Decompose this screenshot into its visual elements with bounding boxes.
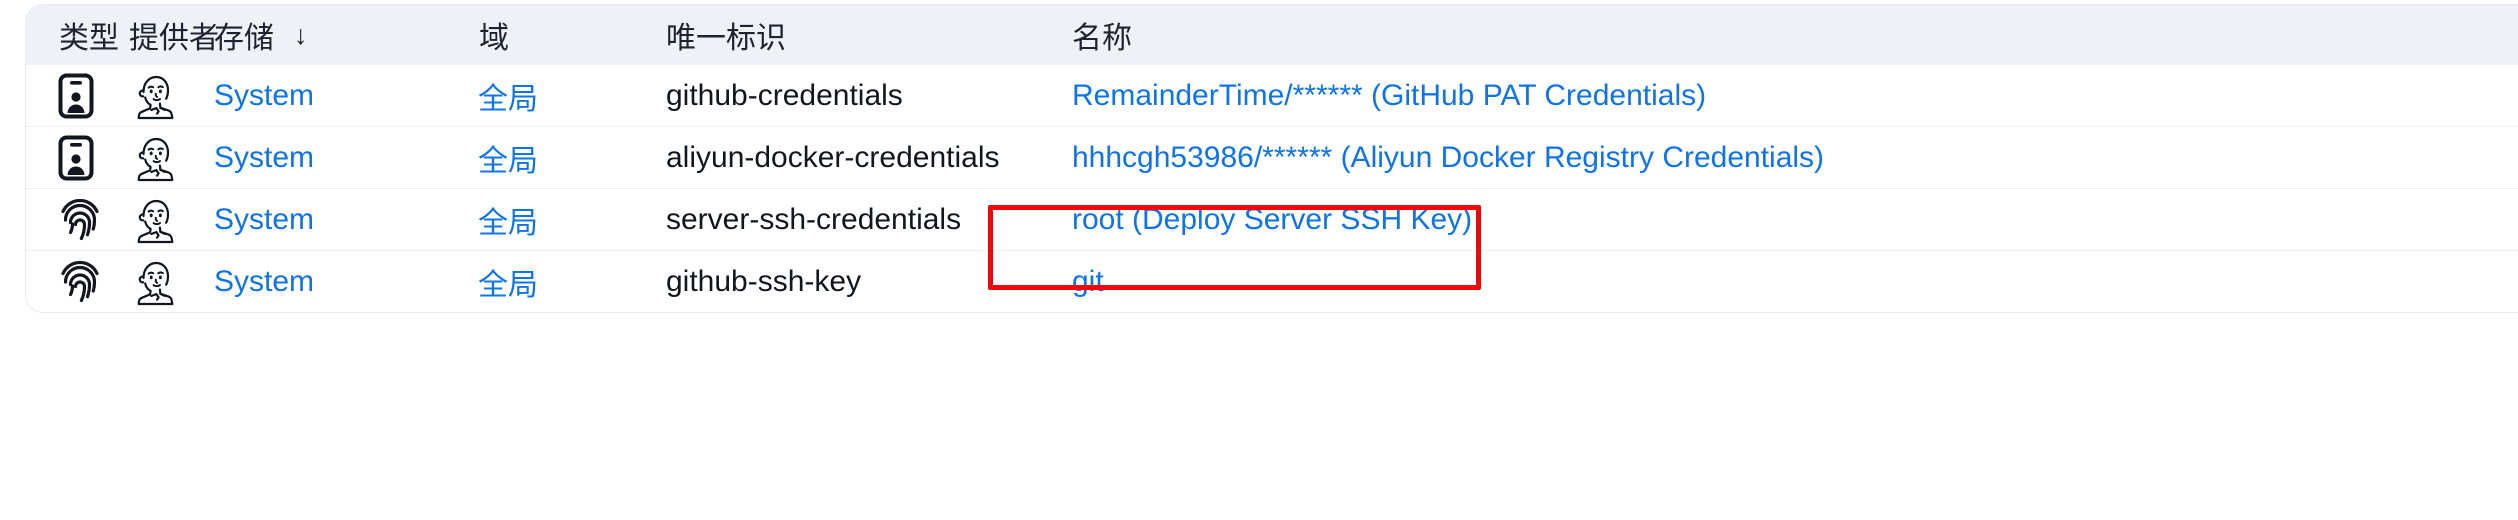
credential-name-link[interactable]: RemainderTime/****** (GitHub PAT Credent… <box>1072 78 1707 112</box>
credentials-table-card: 类型 提供者 存储 ↓ <box>25 4 2518 313</box>
table-row[interactable]: System 全局 github-credentials <box>26 65 2518 127</box>
store-link[interactable]: System <box>214 140 315 174</box>
cell-store: System <box>214 250 456 312</box>
cell-id: github-credentials <box>646 65 1051 127</box>
column-header-store[interactable]: 存储 ↓ <box>214 5 456 65</box>
domain-link[interactable]: 全局 <box>478 206 538 240</box>
cell-provider <box>129 250 214 312</box>
cell-type <box>26 250 129 312</box>
jenkins-butler-icon <box>129 196 181 244</box>
column-header-type-label: 类型 <box>59 22 119 55</box>
table-row[interactable]: System 全局 github-ssh-key <box>26 250 2518 312</box>
cell-type <box>26 126 129 189</box>
column-header-id[interactable]: 唯一标识 <box>646 5 1051 65</box>
credential-name-link[interactable]: root (Deploy Server SSH Key) <box>1072 202 1473 236</box>
column-header-name[interactable]: 名称 <box>1051 5 2518 65</box>
column-header-id-label: 唯一标识 <box>666 22 786 55</box>
cell-name: RemainderTime/****** (GitHub PAT Credent… <box>1051 65 2518 127</box>
cell-name: hhhcgh53986/****** (Aliyun Docker Regist… <box>1051 126 2518 189</box>
jenkins-butler-icon <box>129 72 181 120</box>
column-header-provider-label: 提供者 <box>129 22 219 55</box>
credential-id-text: github-ssh-key <box>666 264 862 298</box>
id-badge-icon <box>58 135 94 181</box>
fingerprint-icon <box>58 196 102 244</box>
cell-domain: 全局 <box>456 126 646 189</box>
table-row[interactable]: System 全局 aliyun-docker-credentials <box>26 126 2518 189</box>
column-header-domain[interactable]: 域 <box>456 5 646 65</box>
cell-store: System <box>214 65 456 127</box>
table-row[interactable]: System 全局 server-ssh-credentials <box>26 188 2518 251</box>
cell-store: System <box>214 188 456 251</box>
credential-id-text: aliyun-docker-credentials <box>666 140 1000 174</box>
credential-id-text: server-ssh-credentials <box>666 202 962 236</box>
credential-name-link[interactable]: hhhcgh53986/****** (Aliyun Docker Regist… <box>1072 140 1825 174</box>
cell-id: server-ssh-credentials <box>646 188 1051 251</box>
column-header-type[interactable]: 类型 <box>26 5 129 65</box>
domain-link[interactable]: 全局 <box>478 82 538 116</box>
credential-id-text: github-credentials <box>666 78 903 112</box>
sort-descending-icon: ↓ <box>294 19 308 50</box>
column-header-domain-label: 域 <box>479 22 509 55</box>
fingerprint-icon <box>58 258 102 306</box>
id-badge-icon <box>58 73 94 119</box>
header-row: 类型 提供者 存储 ↓ <box>26 5 2518 65</box>
cell-type <box>26 188 129 251</box>
store-link[interactable]: System <box>214 202 315 236</box>
cell-store: System <box>214 126 456 189</box>
cell-provider <box>129 188 214 251</box>
store-link[interactable]: System <box>214 78 315 112</box>
cell-type <box>26 65 129 127</box>
credential-name-link[interactable]: git <box>1072 264 1104 298</box>
table-header: 类型 提供者 存储 ↓ <box>26 5 2518 65</box>
cell-domain: 全局 <box>456 250 646 312</box>
cell-domain: 全局 <box>456 65 646 127</box>
column-header-provider[interactable]: 提供者 <box>129 5 219 65</box>
column-header-store-label: 存储 <box>214 22 274 55</box>
domain-link[interactable]: 全局 <box>478 268 538 302</box>
credentials-table: 类型 提供者 存储 ↓ <box>26 5 2518 312</box>
jenkins-butler-icon <box>129 258 181 306</box>
column-header-name-label: 名称 <box>1072 22 1132 55</box>
table-body: System 全局 github-credentials <box>26 65 2518 312</box>
store-link[interactable]: System <box>214 264 315 298</box>
cell-provider <box>129 65 214 127</box>
cell-provider <box>129 126 214 189</box>
cell-id: github-ssh-key <box>646 250 1051 312</box>
cell-name: root (Deploy Server SSH Key) <box>1051 188 2518 251</box>
cell-name: git <box>1051 250 2518 312</box>
domain-link[interactable]: 全局 <box>478 144 538 178</box>
jenkins-butler-icon <box>129 134 181 182</box>
cell-id: aliyun-docker-credentials <box>646 126 1051 189</box>
cell-domain: 全局 <box>456 188 646 251</box>
